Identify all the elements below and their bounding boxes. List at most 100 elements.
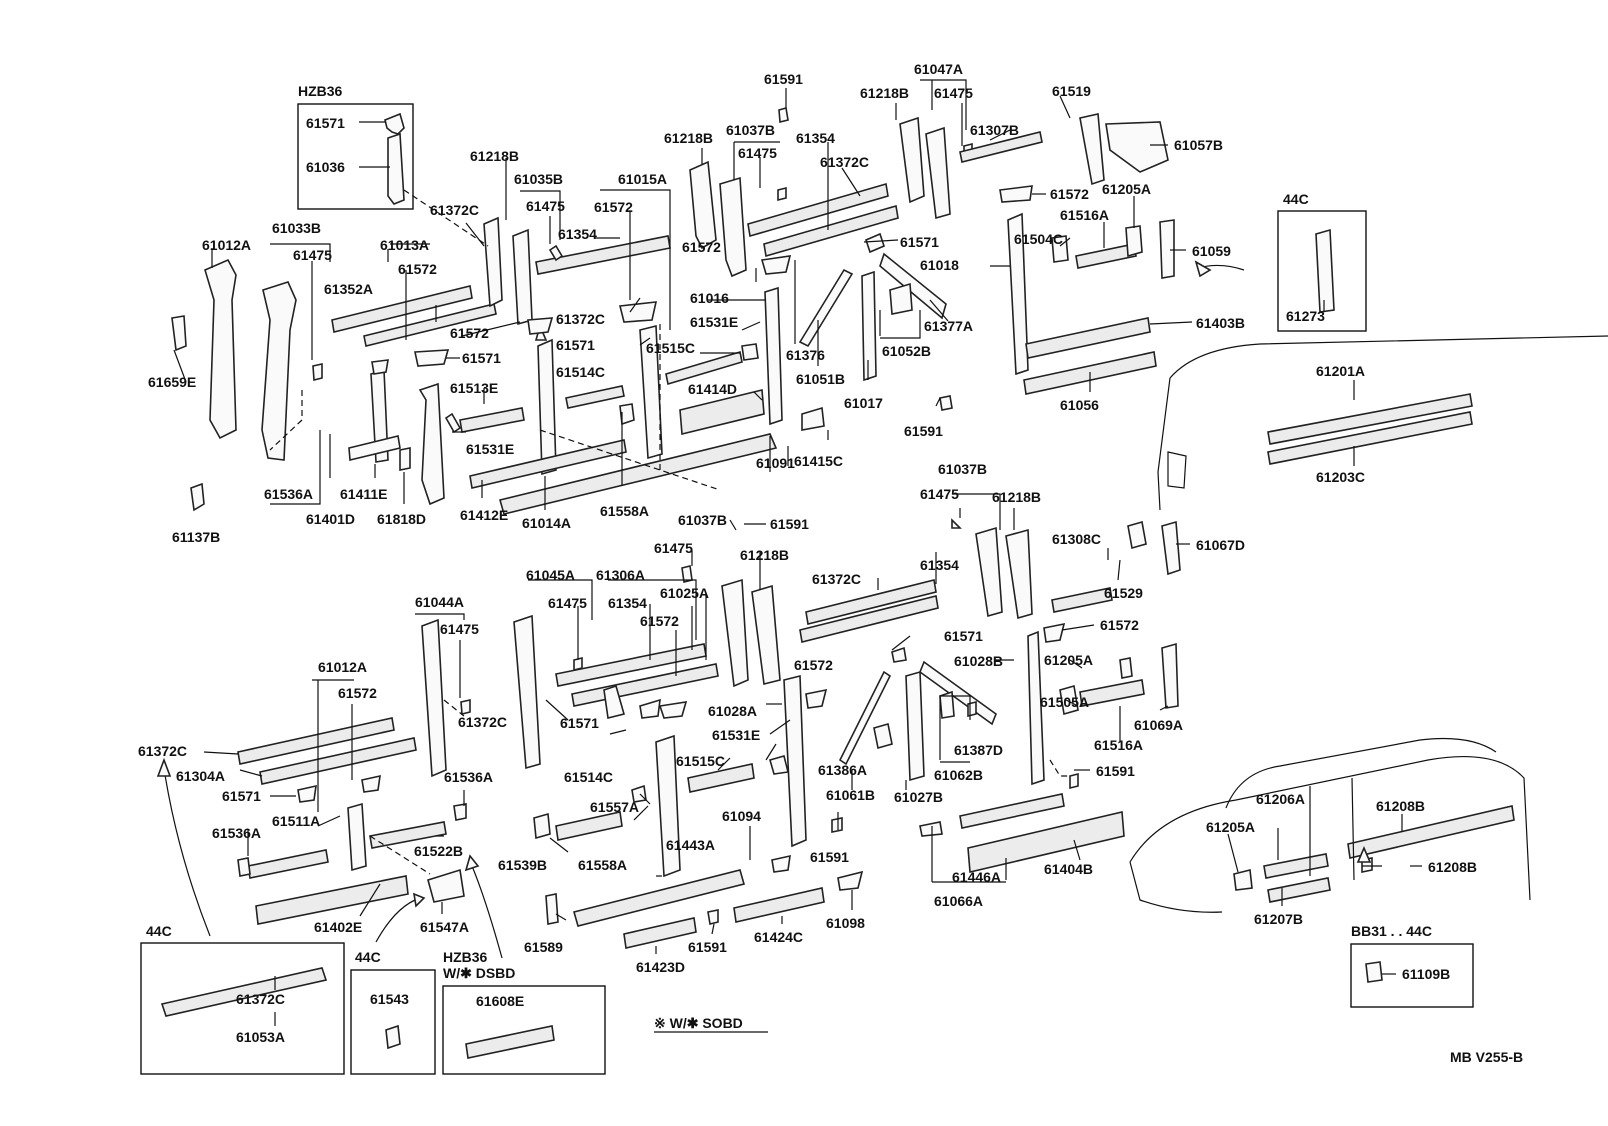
part-label: 61205A bbox=[1102, 181, 1151, 197]
part-label: 61414D bbox=[688, 381, 737, 397]
part-label: 61218B bbox=[992, 489, 1041, 505]
part-label: 61475 bbox=[548, 595, 587, 611]
part-label: 61056 bbox=[1060, 397, 1099, 413]
part-label: 61012A bbox=[318, 659, 367, 675]
part-label: 61591 bbox=[770, 516, 809, 532]
inset-label-hzb36-bottom: HZB36 bbox=[443, 949, 488, 965]
part-label: 61558A bbox=[600, 503, 649, 519]
part-label: 61411E bbox=[340, 486, 388, 502]
part-shapes-upper-right bbox=[469, 106, 1473, 515]
part-label: 61514C bbox=[556, 364, 605, 380]
part-label: 61352A bbox=[324, 281, 373, 297]
inset-label-44c-top: 44C bbox=[1283, 191, 1309, 207]
part-label: 61531E bbox=[466, 441, 514, 457]
part-label: 61354 bbox=[608, 595, 647, 611]
part-label: 61012A bbox=[202, 237, 251, 253]
part-label: 61094 bbox=[722, 808, 761, 824]
inset-box-hzb36-bottom bbox=[442, 985, 606, 1075]
part-label: 61443A bbox=[666, 837, 715, 853]
part-label: 61572 bbox=[682, 239, 721, 255]
part-label: 61446A bbox=[952, 869, 1001, 885]
part-label: 61016 bbox=[690, 290, 729, 306]
part-label: 61571 bbox=[560, 715, 599, 731]
inset-box-hzb36-top bbox=[297, 103, 414, 210]
part-label: 61062B bbox=[934, 767, 983, 783]
part-label: 61354 bbox=[558, 226, 597, 242]
part-label: 61137B bbox=[172, 529, 220, 545]
part-label: 61028A bbox=[708, 703, 757, 719]
part-label: 61571 bbox=[944, 628, 983, 644]
part-shapes-lower bbox=[160, 518, 1515, 1059]
part-label: 61354 bbox=[796, 130, 835, 146]
part-label: 61412E bbox=[460, 507, 508, 523]
part-label: 61572 bbox=[794, 657, 833, 673]
footnote-sobd: ※ W/✱ SOBD bbox=[654, 1015, 743, 1031]
part-label: 61218B bbox=[664, 130, 713, 146]
part-label: 61516A bbox=[1094, 737, 1143, 753]
part-label: 61372C bbox=[556, 311, 605, 327]
part-label: 61203C bbox=[1316, 469, 1365, 485]
part-label: 61571 bbox=[306, 115, 345, 131]
part-label: 61372C bbox=[458, 714, 507, 730]
part-label: 61067D bbox=[1196, 537, 1245, 553]
part-label: 61475 bbox=[440, 621, 479, 637]
part-label: 61201A bbox=[1316, 363, 1365, 379]
part-label: 61207B bbox=[1254, 911, 1303, 927]
part-label: 61404B bbox=[1044, 861, 1093, 877]
part-label: 61402E bbox=[314, 919, 362, 935]
inset-box-bb31 bbox=[1350, 943, 1474, 1008]
part-label: 61091 bbox=[756, 455, 795, 471]
part-label: 61059 bbox=[1192, 243, 1231, 259]
part-label: 61037B bbox=[938, 461, 987, 477]
inset-label-44c-a: 44C bbox=[146, 923, 172, 939]
part-label: 61047A bbox=[914, 61, 963, 77]
part-label: 61572 bbox=[594, 199, 633, 215]
part-label: 61372C bbox=[820, 154, 869, 170]
part-label: 61571 bbox=[900, 234, 939, 250]
part-label: 61415C bbox=[794, 453, 843, 469]
inset-label-44c-b: 44C bbox=[355, 949, 381, 965]
part-label: 61572 bbox=[450, 325, 489, 341]
part-label: 61543 bbox=[370, 991, 409, 1007]
part-label: 61013A bbox=[380, 237, 429, 253]
part-label: 61531E bbox=[690, 314, 738, 330]
part-label: 61531E bbox=[712, 727, 760, 743]
part-label: 61572 bbox=[640, 613, 679, 629]
part-label: 61025A bbox=[660, 585, 709, 601]
part-label: 61206A bbox=[1256, 791, 1305, 807]
part-label: 61529 bbox=[1104, 585, 1143, 601]
part-label: 61818D bbox=[377, 511, 426, 527]
part-label: 61066A bbox=[934, 893, 983, 909]
part-label: 61307B bbox=[970, 122, 1019, 138]
part-label: 61354 bbox=[920, 557, 959, 573]
part-label: 61045A bbox=[526, 567, 575, 583]
part-label: 61475 bbox=[934, 85, 973, 101]
part-label: 61572 bbox=[338, 685, 377, 701]
part-label: 61475 bbox=[920, 486, 959, 502]
part-label: 61591 bbox=[1096, 763, 1135, 779]
part-label: 61515C bbox=[676, 753, 725, 769]
inset-label-hzb36-top: HZB36 bbox=[298, 83, 343, 99]
part-label: 61547A bbox=[420, 919, 469, 935]
part-label: 61591 bbox=[764, 71, 803, 87]
part-label: 61057B bbox=[1174, 137, 1223, 153]
part-label: 61572 bbox=[398, 261, 437, 277]
part-label: 61109B bbox=[1402, 966, 1450, 982]
part-label: 61028B bbox=[954, 653, 1003, 669]
part-label: 61403B bbox=[1196, 315, 1245, 331]
part-label: 61513E bbox=[450, 380, 498, 396]
part-label: 61475 bbox=[738, 145, 777, 161]
inset-box-44c-a bbox=[140, 942, 345, 1075]
part-label: 61053A bbox=[236, 1029, 285, 1045]
part-label: 61659E bbox=[148, 374, 196, 390]
part-label: 61208B bbox=[1376, 798, 1425, 814]
inset-box-44c-top bbox=[1277, 210, 1367, 332]
part-label: 61033B bbox=[272, 220, 321, 236]
part-label: 61536A bbox=[212, 825, 261, 841]
part-label: 61505A bbox=[1040, 694, 1089, 710]
part-label: 61044A bbox=[415, 594, 464, 610]
part-label: 61424C bbox=[754, 929, 803, 945]
inset-sublabel-hzb36-bottom: W/✱ DSBD bbox=[443, 965, 515, 981]
part-label: 61536A bbox=[264, 486, 313, 502]
